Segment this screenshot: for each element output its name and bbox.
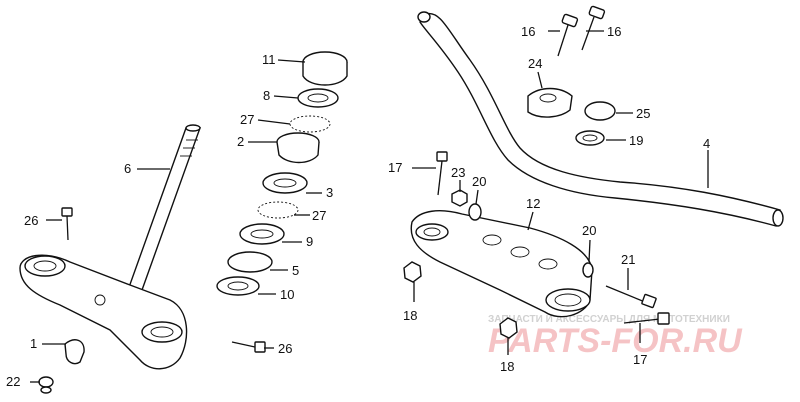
- callout-27-a: 27: [240, 112, 254, 127]
- callout-10: 10: [280, 287, 294, 302]
- callout-9: 9: [306, 234, 313, 249]
- callout-3: 3: [326, 185, 333, 200]
- bolt-16-b: [581, 5, 606, 51]
- handlebar: [417, 11, 784, 227]
- ball-bearing-27-top: [289, 115, 331, 133]
- dust-seal-5: [227, 251, 273, 273]
- bearing-race-9: [239, 223, 285, 245]
- callout-5: 5: [292, 263, 299, 278]
- bolt-16-a: [557, 13, 579, 57]
- callout-8: 8: [263, 88, 270, 103]
- handlebar-holder: [410, 210, 593, 318]
- nut-18-b: [499, 317, 518, 339]
- watermark-logo: PARTS-FOR.RU: [488, 322, 743, 360]
- cable-clip: [64, 339, 85, 365]
- bolt-17-b: [623, 312, 670, 325]
- callout-23: 23: [451, 165, 465, 180]
- watermark: ЗАПЧАСТИ И АКСЕССУАРЫ ДЛЯ МОТОТЕХНИКИ PA…: [488, 314, 743, 360]
- bolt-26-b: [231, 341, 266, 353]
- watermark-caption: ЗАПЧАСТИ И АКСЕССУАРЫ ДЛЯ МОТОТЕХНИКИ: [488, 314, 730, 325]
- callout-22: 22: [6, 374, 20, 389]
- steering-stem: [127, 124, 201, 291]
- washer-19: [575, 130, 605, 146]
- callout-2: 2: [237, 134, 244, 149]
- callout-27-b: 27: [312, 208, 326, 223]
- callout-11: 11: [262, 52, 276, 67]
- washer-20-a: [468, 203, 482, 221]
- callout-18-a: 18: [403, 308, 417, 323]
- bearing-race-3: [262, 172, 308, 194]
- clamp-cap: [584, 101, 616, 121]
- callout-26-a: 26: [24, 213, 38, 228]
- bearing-stack: [216, 51, 348, 296]
- callout-18-b: 18: [500, 359, 514, 374]
- nut-23: [451, 189, 468, 207]
- callout-21: 21: [621, 252, 635, 267]
- bolt-17-a: [436, 151, 448, 196]
- callout-24: 24: [528, 56, 542, 71]
- callout-16-a: 16: [521, 24, 535, 39]
- washer-20-b: [582, 262, 594, 278]
- washer-10: [216, 276, 260, 296]
- callout-26-b: 26: [278, 341, 292, 356]
- callout-17-a: 17: [388, 160, 402, 175]
- nut-18-a: [403, 261, 422, 283]
- callout-20-b: 20: [582, 223, 596, 238]
- callout-12: 12: [526, 196, 540, 211]
- bolt-26-a: [61, 207, 73, 241]
- callout-4: 4: [703, 136, 710, 151]
- callout-20-a: 20: [472, 174, 486, 189]
- lower-triple-clamp: [19, 254, 188, 370]
- bolt-21: [605, 285, 657, 309]
- callout-19: 19: [629, 133, 643, 148]
- callout-1: 1: [30, 336, 37, 351]
- callout-16-b: 16: [607, 24, 621, 39]
- callout-6: 6: [124, 161, 131, 176]
- ball-bearing-27-bottom: [257, 201, 299, 219]
- leader-lines: [30, 30, 709, 383]
- callout-17-b: 17: [633, 352, 647, 367]
- screw-22: [38, 376, 54, 394]
- handlebar-clamp: [527, 87, 573, 118]
- callouts: 11 8 27 2 6 3 27 26 9 5 10 1 26 22 17 23…: [6, 24, 710, 389]
- callout-25: 25: [636, 106, 650, 121]
- bearing-race-8: [297, 88, 339, 108]
